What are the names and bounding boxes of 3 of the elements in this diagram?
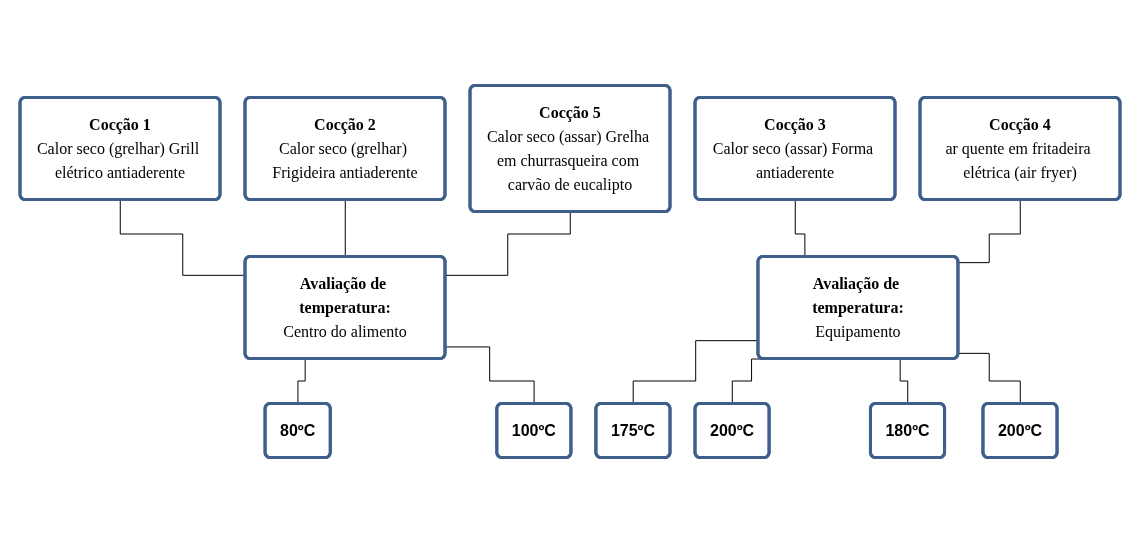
connector (445, 211, 571, 276)
connector (957, 199, 1021, 264)
connector (119, 199, 246, 276)
